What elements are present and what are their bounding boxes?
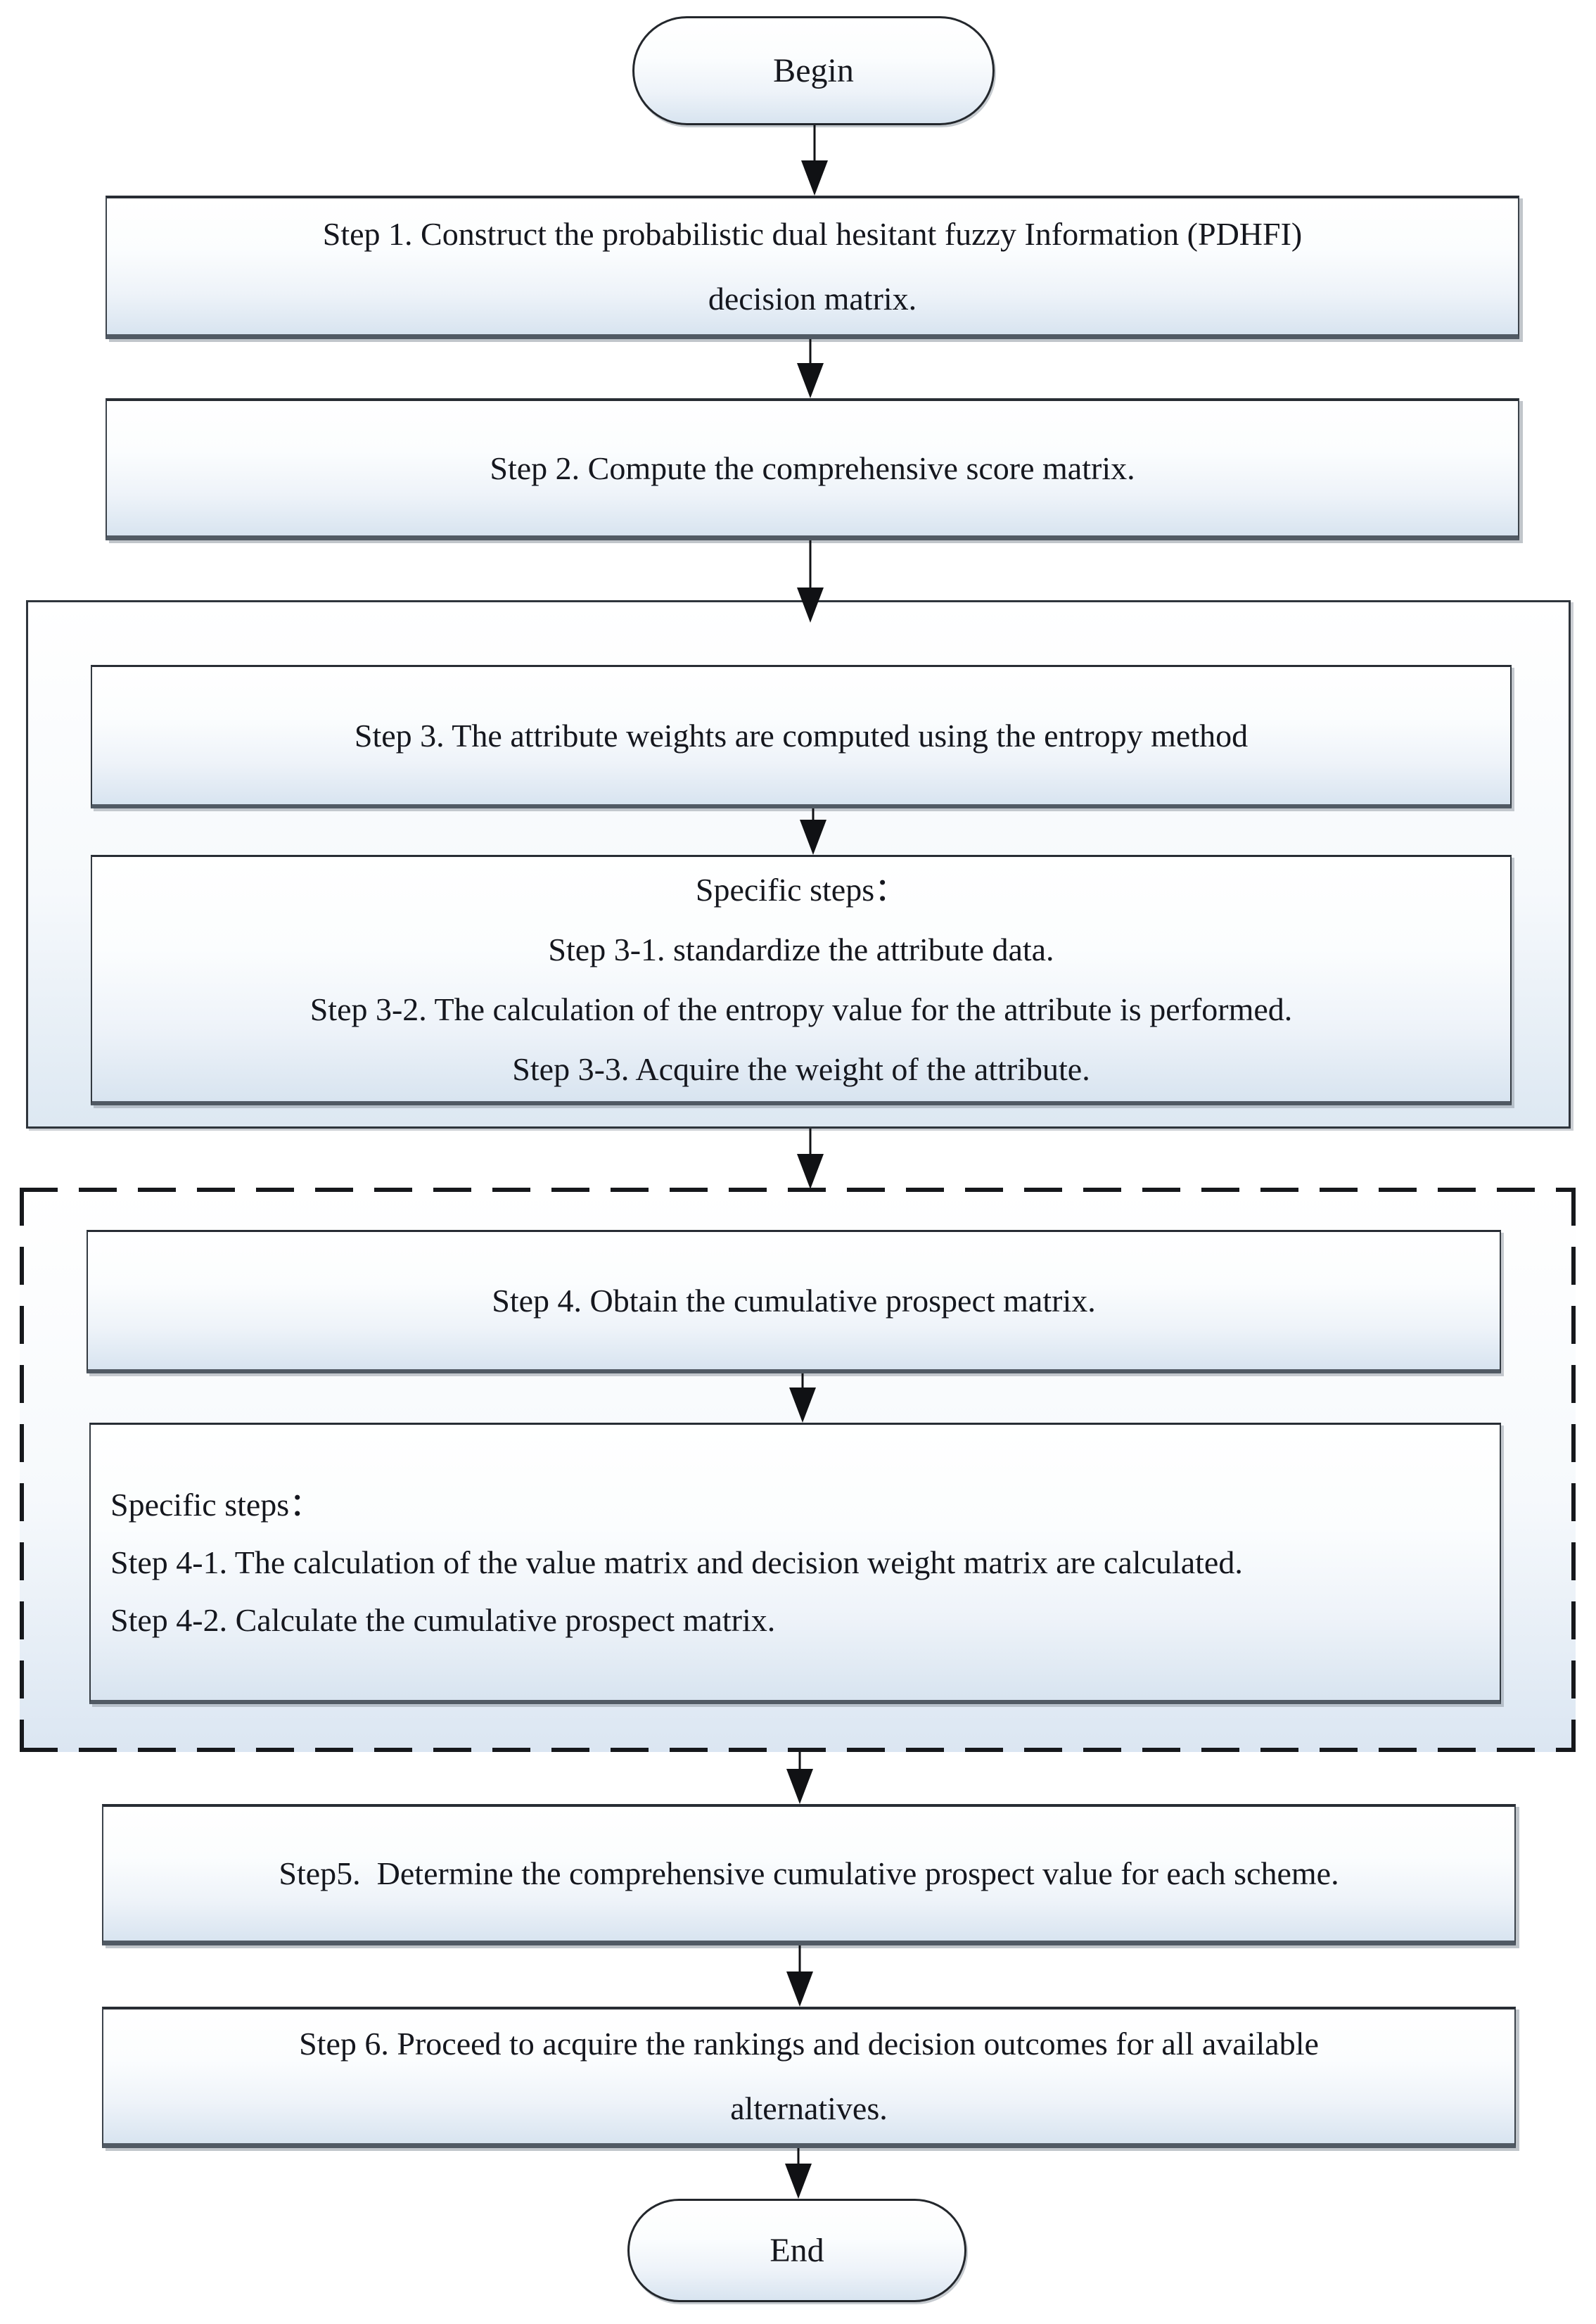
step6-text-line1: Step 6. Proceed to acquire the rankings … xyxy=(299,2026,1319,2062)
step3-text: Step 3. The attribute weights are comput… xyxy=(354,717,1249,754)
step6-node: Step 6. Proceed to acquire the rankings … xyxy=(102,2007,1516,2148)
step6-text-line2: alternatives. xyxy=(730,2090,888,2126)
step3-specific-steps-node: Specific steps： Step 3-1. standardize th… xyxy=(91,855,1512,1105)
step4-substep-1: Step 4-1. The calculation of the value m… xyxy=(110,1544,1243,1580)
flow-arrow-step1-to-step2 xyxy=(797,339,824,398)
step2-node: Step 2. Compute the comprehensive score … xyxy=(106,398,1519,540)
step5-text: Step5. Determine the comprehensive cumul… xyxy=(279,1855,1339,1891)
step3-node: Step 3. The attribute weights are comput… xyxy=(91,665,1512,808)
step5-node: Step5. Determine the comprehensive cumul… xyxy=(102,1804,1516,1945)
begin-label: Begin xyxy=(773,52,854,89)
flow-arrow-step5-to-step6 xyxy=(786,1945,813,2007)
step4-specific-steps-node: Specific steps： Step 4-1. The calculatio… xyxy=(89,1423,1501,1704)
step4-substep-2: Step 4-2. Calculate the cumulative prosp… xyxy=(110,1601,776,1638)
flow-arrow-begin-to-step1 xyxy=(801,125,828,196)
flow-arrow-step3-to-specific3 xyxy=(800,808,826,855)
step4-text: Step 4. Obtain the cumulative prospect m… xyxy=(492,1282,1096,1319)
step3-substep-2: Step 3-2. The calculation of the entropy… xyxy=(309,991,1293,1027)
step4-group-dashed-container: Step 4. Obtain the cumulative prospect m… xyxy=(20,1188,1576,1752)
step3-group-container: Step 3. The attribute weights are comput… xyxy=(26,600,1571,1129)
flow-arrow-step6-to-end xyxy=(785,2148,812,2199)
flow-arrow-step2-to-step3-group xyxy=(797,540,824,623)
step2-text: Step 2. Compute the comprehensive score … xyxy=(490,450,1135,486)
flow-arrow-step4-group-to-step5 xyxy=(786,1752,813,1804)
step4-node: Step 4. Obtain the cumulative prospect m… xyxy=(87,1230,1501,1373)
step4-specific-title: Specific steps： xyxy=(110,1486,322,1523)
flow-arrow-step3-group-to-step4-group xyxy=(797,1129,824,1189)
flow-arrow-step4-to-specific4 xyxy=(789,1373,816,1423)
step1-text-line1: Step 1. Construct the probabilistic dual… xyxy=(322,215,1303,252)
begin-node: Begin xyxy=(632,16,995,125)
step3-substep-1: Step 3-1. standardize the attribute data… xyxy=(548,931,1054,967)
end-label: End xyxy=(770,2232,824,2269)
step1-text-line2: decision matrix. xyxy=(708,280,917,317)
step3-substep-3: Step 3-3. Acquire the weight of the attr… xyxy=(512,1050,1090,1087)
step3-specific-title: Specific steps： xyxy=(695,871,907,908)
step1-node: Step 1. Construct the probabilistic dual… xyxy=(106,196,1519,339)
end-node: End xyxy=(627,2199,966,2302)
